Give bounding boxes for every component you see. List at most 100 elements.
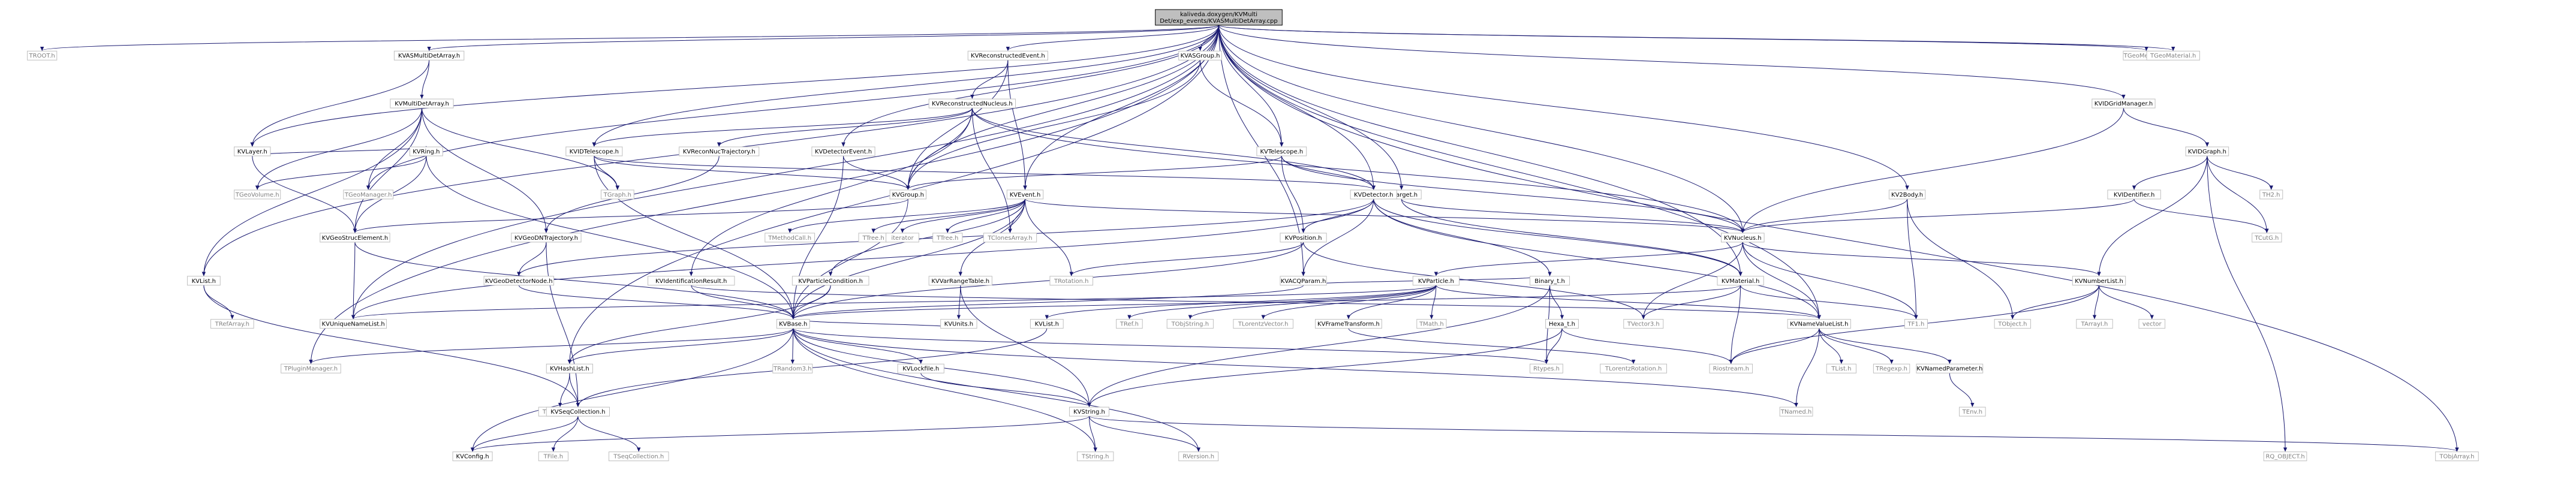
node-kvreconstructednucleus-h[interactable]: KVReconstructedNucleus.h xyxy=(928,98,1016,109)
edge-kvparticle-h-to-tmath xyxy=(1431,285,1437,319)
edge-kvreconstructedevent-h-to-kvevent-h xyxy=(1007,60,1025,189)
node-label: KVBase.h xyxy=(779,321,807,328)
edge-kvframetransform-h-to-tlorentzrotation xyxy=(1348,328,1633,364)
node-tgeomanager: TGeoManager.h xyxy=(343,189,394,200)
node-box xyxy=(546,406,610,417)
node-kvmaterial-h[interactable]: KVMaterial.h xyxy=(1717,276,1764,286)
edge-kvtelescope-h-to-kvgroup-h xyxy=(908,155,1282,189)
edge-kvmultidetarray-h-to-kvgeodntrajectory-h xyxy=(422,108,546,233)
edge-kvreconstructedevent-h-to-kvreconstructednucleus-h xyxy=(972,60,1009,98)
node-kvseqcollection-h[interactable]: KVSeqCollection.h xyxy=(546,406,610,417)
node-kvposition-h[interactable]: KVPosition.h xyxy=(1280,233,1327,243)
node-kvhashlist-h[interactable]: KVHashList.h xyxy=(546,363,593,373)
edge-kvmultidetarray-h-to-kvgeostrucelement-h xyxy=(355,108,423,233)
node-box xyxy=(1600,363,1668,373)
node-kvlockfile-h[interactable]: KVLockfile.h xyxy=(897,363,944,373)
node-box xyxy=(679,146,760,156)
node-kvreconnuctrajectory-h[interactable]: KVReconNucTrajectory.h xyxy=(679,146,760,156)
node-label: RQ_OBJECT.h xyxy=(2265,454,2304,460)
node-box xyxy=(1416,319,1447,329)
node-kvtelescope-h[interactable]: KVTelescope.h xyxy=(1256,146,1307,156)
edge-kvnumberlist-h-to-vector xyxy=(2099,285,2152,319)
node-kvdgridmanager-h[interactable]: KVIDGridManager.h xyxy=(2092,98,2156,109)
node-label: TClonesArray.h xyxy=(987,235,1032,242)
node-kvgeodetectornode-h[interactable]: KVGeoDetectorNode.h xyxy=(483,276,555,286)
edge-kvdetectorevent-h-to-kvbase-h xyxy=(793,156,844,319)
node-troot: TROOT.h xyxy=(27,50,58,61)
node-label: KVParticleCondition.h xyxy=(798,278,863,285)
node-kvevent-h[interactable]: KVEvent.h xyxy=(1006,189,1044,200)
node-kvframetransform-h[interactable]: KVFrameTransform.h xyxy=(1315,319,1382,329)
node-tnamed: TNamed.h xyxy=(1779,406,1813,417)
node-tpluginmanager: TPluginManager.h xyxy=(281,363,341,373)
node-box xyxy=(2072,276,2126,286)
node-kvbase-h[interactable]: KVBase.h xyxy=(776,319,810,329)
node-kvnamedparameter-h[interactable]: KVNamedParameter.h xyxy=(1916,363,1984,373)
node-box xyxy=(1530,363,1563,373)
edge-kvreconstructednucleus-h-to-tclonesarray xyxy=(971,108,1010,233)
node-kvlist-h[interactable]: KVList.h xyxy=(186,276,221,286)
node-tgeomaterial: TGeoMaterial.h xyxy=(2146,50,2200,61)
edge-kvidtelescope-h-to-kvbase-h xyxy=(594,156,793,319)
node-tgeovolume: TGeoVolume.h xyxy=(234,189,281,200)
node-kvidentifier-h[interactable]: KVIDentifier.h xyxy=(2107,189,2161,200)
node-kvgroup-h[interactable]: KVGroup.h xyxy=(889,189,926,200)
node-kvidgraph-h[interactable]: KVIDGraph.h xyxy=(2185,146,2229,156)
edge-kvdetector-h-to-kvnamevaluelist-h xyxy=(1373,198,1819,319)
node-box xyxy=(1916,363,1984,373)
node-kvdetectorevent-h[interactable]: KVDetectorEvent.h xyxy=(811,146,875,156)
node-kvlayer-h[interactable]: KVLayer.h xyxy=(234,146,271,156)
node-kvunits-h[interactable]: KVUnits.h xyxy=(940,319,977,329)
edge-root-to-kvtelescope-h xyxy=(1218,25,1281,146)
node-kvuniquenamelist-h[interactable]: KVUniqueNameList.h xyxy=(320,319,387,329)
node-box xyxy=(1155,9,1283,26)
node-kvreconstructedevent-h[interactable]: KVReconstructedEvent.h xyxy=(967,50,1048,61)
node-kvlist2-h[interactable]: KVList.h xyxy=(1030,319,1064,329)
node-binary-t-h[interactable]: Binary_t.h xyxy=(1530,276,1570,286)
edge-kvstring-h-to-kvconfig-h xyxy=(473,415,1090,451)
node-kvparticlecondition-h[interactable]: KVParticleCondition.h xyxy=(792,276,869,286)
node-label: KVHashList.h xyxy=(550,366,589,372)
node-kvdetector-h[interactable]: KVDetector.h xyxy=(1350,189,1397,200)
node-kvstring-h[interactable]: KVString.h xyxy=(1069,406,1109,417)
edge-kvidtelescope-h-to-kvgroup-h xyxy=(594,155,908,189)
node-kvnucleus-h[interactable]: KVNucleus.h xyxy=(1721,233,1765,243)
node-kvmultidetarray-h[interactable]: KVMultiDetArray.h xyxy=(390,98,454,109)
node-kvconfig-h[interactable]: KVConfig.h xyxy=(452,451,493,462)
node-kvnamevaluelist-h[interactable]: KVNameValueList.h xyxy=(1787,319,1851,329)
node-kvacqparam-h[interactable]: KVACQParam.h xyxy=(1280,276,1327,286)
node-hexa-t-h[interactable]: Hexa_t.h xyxy=(1545,319,1579,329)
edge-kvgeodntrajectory-h-to-kvgeodetectornode-h xyxy=(519,242,547,276)
node-kvasgroup-h[interactable]: KVASGroup.h xyxy=(1178,50,1222,61)
node-box xyxy=(234,146,271,156)
node-box xyxy=(2435,451,2479,462)
node-kvvarrangetable-h[interactable]: KVVarRangeTable.h xyxy=(928,276,992,286)
node-label: KVReconstructedEvent.h xyxy=(971,53,1045,59)
node-kv2body-h[interactable]: KV2Body.h xyxy=(1888,189,1926,200)
node-kvidentificationresult-h[interactable]: KVIdentificationResult.h xyxy=(648,276,735,286)
node-box xyxy=(1178,451,1219,462)
node-box xyxy=(1545,319,1579,329)
node-box xyxy=(967,50,1048,61)
edge-kvparticle-h-to-kvuniquenamelist-h xyxy=(353,285,1437,319)
edge-kvdetector-h-to-kvuniquenamelist-h xyxy=(353,198,1374,319)
edge-kvlist-h-to-kvseqcollection-h xyxy=(203,285,578,406)
node-box xyxy=(1233,319,1293,329)
node-kvnumberlist-h[interactable]: KVNumberList.h xyxy=(2072,276,2126,286)
edge-root-to-kvidtelescope-h xyxy=(594,25,1219,146)
node-kvgeostrucelement-h[interactable]: KVGeoStrucElement.h xyxy=(320,233,390,243)
node-kvgeodntrajectory-h[interactable]: KVGeoDNTrajectory.h xyxy=(511,233,582,243)
node-label: KVList.h xyxy=(192,278,216,285)
node-tobject: TObject.h xyxy=(1994,319,2032,329)
node-kvparticle-h[interactable]: KVParticle.h xyxy=(1412,276,1459,286)
node-box xyxy=(320,319,387,329)
node-label: TString.h xyxy=(1081,454,1109,460)
node-box xyxy=(343,189,394,200)
node-kvring-h[interactable]: KVRing.h xyxy=(409,146,443,156)
node-kvasmultidetarray-h[interactable]: KVASMultiDetArray.h xyxy=(393,50,465,61)
edge-kvparticle-h-to-tlorentzvector xyxy=(1263,285,1437,319)
edge-kvevent-h-to-iterator xyxy=(902,198,1026,233)
node-label: KVEvent.h xyxy=(1010,192,1041,198)
edge-kvvarrangetable-h-to-kvunits-h xyxy=(959,285,961,319)
node-kvidtelescope-h[interactable]: KVIDTelescope.h xyxy=(565,146,623,156)
